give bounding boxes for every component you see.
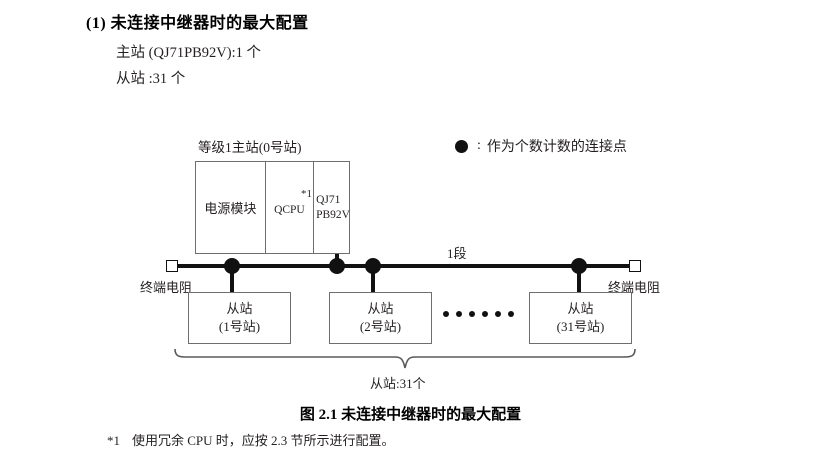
qcpu-footnote-mark: *1 [301,188,312,200]
terminator-left-label: 终端电阻 [140,280,193,295]
slave-1-station: (1号站) [218,319,261,334]
figure-caption: 图 2.1 未连接中继器时的最大配置 [299,407,522,423]
slave-box-2: 从站 (2号站) [329,292,432,344]
footnote-text: 使用冗余 CPU 时，应按 2.3 节所示进行配置。 [132,433,395,448]
slave-2-name: 从站 [367,301,394,317]
ellipsis-dots [443,311,514,317]
section-heading: (1) 未连接中继器时的最大配置 [86,15,309,32]
slave-group-brace [174,348,636,369]
slave-1-name: 从站 [226,301,253,317]
slave-box-1: 从站 (1号站) [188,292,291,344]
filled-circle-icon [455,139,468,153]
terminator-left-icon [166,260,178,272]
slave-2-drop-line [371,264,375,294]
power-module-label: 电源模块 [204,201,257,216]
terminator-right-icon [629,260,641,272]
ellipsis-dot [508,311,514,317]
pb92v-cell: QJ71 PB92V [313,162,350,253]
master-station-box: 电源模块 QCPU *1 QJ71 PB92V [195,161,350,254]
legend-label: 作为个数计数的连接点 [486,140,627,155]
terminator-right-label: 终端电阻 [608,280,661,295]
pb92v-label-line2: PB92V [316,208,350,221]
footnote-mark: *1 [107,433,120,448]
power-module-cell: 电源模块 [196,162,266,253]
slave-1-drop-line [230,264,234,294]
qcpu-label: QCPU [274,203,305,216]
ellipsis-dot [482,311,488,317]
pb92v-label: QJ71 PB92V [313,193,350,222]
footnote: *1 使用冗余 CPU 时，应按 2.3 节所示进行配置。 [107,430,395,449]
segment-label: 1段 [447,246,467,261]
slave-group-label: 从站:31个 [370,376,426,391]
bus-trunk-line [176,264,636,268]
legend-colon: : [477,138,481,153]
connection-node-master [329,258,345,274]
slave-box-31: 从站 (31号站) [529,292,632,344]
spec-line-slave: 从站 :31 个 [116,71,186,87]
ellipsis-dot [495,311,501,317]
ellipsis-dot [443,311,449,317]
slave-31-station: (31号站) [556,319,605,334]
qcpu-cell: QCPU *1 [266,162,314,253]
slave-31-drop-line [577,264,581,294]
pb92v-label-line1: QJ71 [316,194,341,207]
spec-line-master: 主站 (QJ71PB92V):1 个 [116,45,262,61]
legend: : 作为个数计数的连接点 [455,136,627,156]
slave-2-station: (2号站) [359,319,402,334]
slave-31-name: 从站 [567,301,594,317]
ellipsis-dot [456,311,462,317]
ellipsis-dot [469,311,475,317]
master-station-title: 等级1主站(0号站) [198,140,302,155]
